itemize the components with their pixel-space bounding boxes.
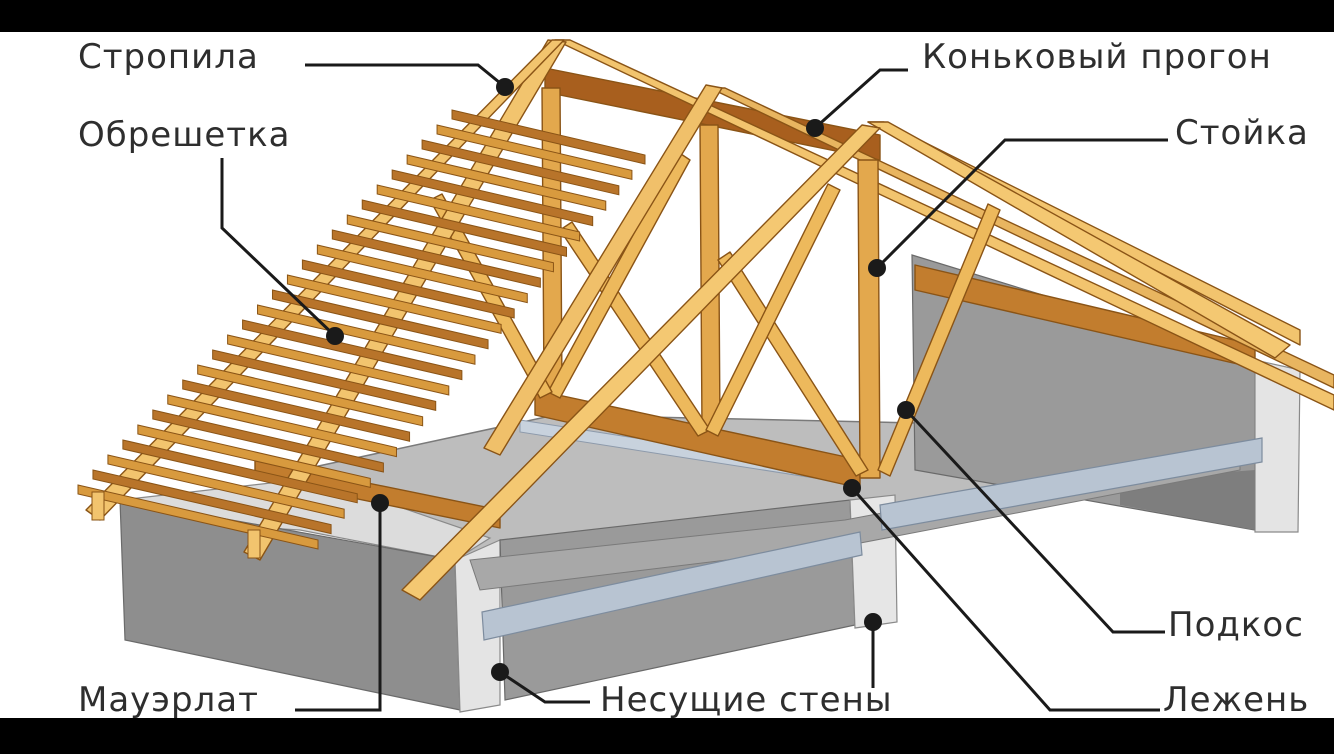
leader-post <box>875 138 1168 270</box>
leader-wall-plate <box>295 503 382 712</box>
batten-end-post <box>91 491 105 521</box>
batten-slat <box>421 139 620 196</box>
strut-2a <box>717 251 869 477</box>
label-ridge-purlin: Коньковый прогон <box>922 37 1272 77</box>
label-post: Стойка <box>1175 113 1309 153</box>
leader-strut <box>904 408 1165 634</box>
batten-slat <box>406 154 607 211</box>
top-black-band <box>0 0 1334 32</box>
batten-slat <box>167 394 397 458</box>
rafter-middle-left <box>483 84 723 456</box>
label-battens: Обрешетка <box>78 115 291 155</box>
leader-bearing-walls-a <box>499 670 590 704</box>
strut-2b <box>705 183 841 437</box>
batten-slat <box>122 439 358 504</box>
batten-slat <box>301 259 515 319</box>
batten-slat <box>257 304 476 365</box>
dot-bearing-walls-b <box>864 613 882 631</box>
label-rafters: Стропила <box>78 37 259 77</box>
timber-frame <box>85 39 1334 601</box>
batten-end-post <box>247 529 261 559</box>
batten-slat <box>242 319 463 381</box>
post-3 <box>857 159 881 479</box>
batten-slat <box>212 349 437 412</box>
batten-slat <box>107 454 345 519</box>
dot-sill-beam <box>843 479 861 497</box>
leader-sill-beam <box>850 487 1160 712</box>
battens-group <box>77 109 646 559</box>
batten-slat <box>227 334 450 396</box>
batten-slat <box>391 169 594 227</box>
batten-slat <box>376 184 581 242</box>
rafter-front-right <box>867 121 1291 359</box>
leader-rafters <box>305 63 506 89</box>
leader-ridge-purlin <box>814 68 908 130</box>
leader-battens <box>220 158 337 338</box>
leader-dots <box>326 78 915 681</box>
batten-slat <box>331 229 541 288</box>
label-wall-plate: Мауэрлат <box>78 680 259 720</box>
batten-slat <box>451 109 646 165</box>
batten-slat <box>137 424 371 489</box>
batten-slat <box>182 379 411 442</box>
dot-rafters <box>496 78 514 96</box>
batten-slat <box>361 199 568 258</box>
dot-bearing-walls-a <box>491 663 509 681</box>
rafter-back-1 <box>554 39 1334 411</box>
label-sill-beam: Лежень <box>1163 680 1310 720</box>
slab-front-edge <box>469 444 1241 591</box>
rafter-front-left <box>401 124 881 601</box>
batten-slat <box>346 214 554 273</box>
steel-beam-front <box>481 531 863 641</box>
dot-battens <box>326 327 344 345</box>
batten-slat <box>152 409 384 473</box>
dot-post <box>868 259 886 277</box>
label-strut: Подкос <box>1168 605 1304 645</box>
batten-slat <box>436 124 633 181</box>
leader-lines <box>220 63 1168 712</box>
dot-strut <box>897 401 915 419</box>
batten-slat <box>271 289 489 350</box>
dot-wall-plate <box>371 494 389 512</box>
batten-slat <box>92 469 332 535</box>
batten-slat <box>316 244 528 304</box>
dot-ridge-purlin <box>806 119 824 137</box>
label-bearing-walls: Несущие стены <box>600 680 893 720</box>
bottom-black-band <box>0 718 1334 750</box>
batten-slat <box>197 364 424 427</box>
batten-slat <box>286 274 502 335</box>
